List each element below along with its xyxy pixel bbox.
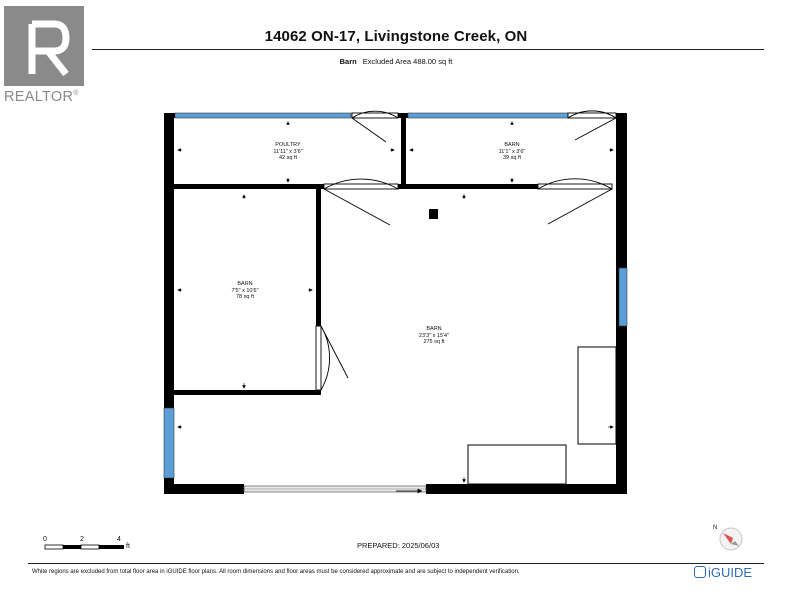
fixtures: [467, 346, 617, 485]
doors: [315, 110, 617, 391]
room-area: 275 sq ft: [423, 339, 445, 345]
room-label-poultry: POULTRY 11'11" x 3'6" 42 sq ft: [243, 142, 333, 162]
room-label-barn-left: BARN 7'5" x 10'6" 78 sq ft: [200, 281, 290, 301]
dimension-arrows: [177, 121, 614, 483]
room-area: 78 sq ft: [235, 294, 255, 300]
scale-unit: ft: [126, 543, 130, 550]
room-label-barn-main: BARN 23'3" x 15'4" 275 sq ft: [389, 326, 479, 346]
excluded-area: Excluded Area 488.00 sq ft: [362, 57, 453, 66]
footer-divider: [28, 563, 764, 564]
iguide-logo: iGUIDE: [694, 565, 752, 580]
room-dimensions: 11'1" x 3'6": [498, 148, 526, 155]
windows: [163, 112, 628, 493]
room-label-barn-small: BARN 11'1" x 3'6" 39 sq ft: [467, 142, 557, 162]
floor-subtitle: Barn Excluded Area 488.00 sq ft: [0, 57, 792, 66]
prepared-date: PREPARED: 2025/06/03: [357, 541, 440, 550]
property-title: 14062 ON-17, Livingstone Creek, ON: [264, 28, 528, 45]
room-name: BARN: [504, 142, 520, 148]
room-name: BARN: [426, 326, 442, 332]
iguide-wordmark: iGUIDE: [708, 565, 753, 580]
scale-tick-2: 2: [80, 536, 84, 543]
scale-bar: [44, 544, 124, 550]
realtor-logo: [4, 6, 84, 86]
floor-name: Barn: [339, 57, 357, 66]
interior-walls: [174, 113, 538, 395]
exterior-walls: [164, 113, 627, 494]
compass-north-label: N: [713, 525, 718, 531]
realtor-wordmark: REALTOR®: [4, 89, 79, 105]
room-name: POULTRY: [275, 142, 301, 148]
room-name: BARN: [237, 281, 253, 287]
room-dimensions: 23'3" x 15'4": [418, 332, 450, 339]
title-divider: [92, 49, 764, 50]
room-dimensions: 7'5" x 10'6": [231, 287, 259, 294]
scale-tick-4: 4: [117, 536, 121, 543]
room-area: 39 sq ft: [502, 155, 522, 161]
iguide-mark-icon: [694, 566, 706, 578]
room-dimensions: 11'11" x 3'6": [273, 148, 303, 155]
room-area: 42 sq ft: [278, 155, 298, 161]
scale-tick-0: 0: [43, 536, 47, 543]
disclaimer-text: White regions are excluded from total fl…: [32, 569, 520, 575]
compass-icon: [719, 527, 743, 551]
